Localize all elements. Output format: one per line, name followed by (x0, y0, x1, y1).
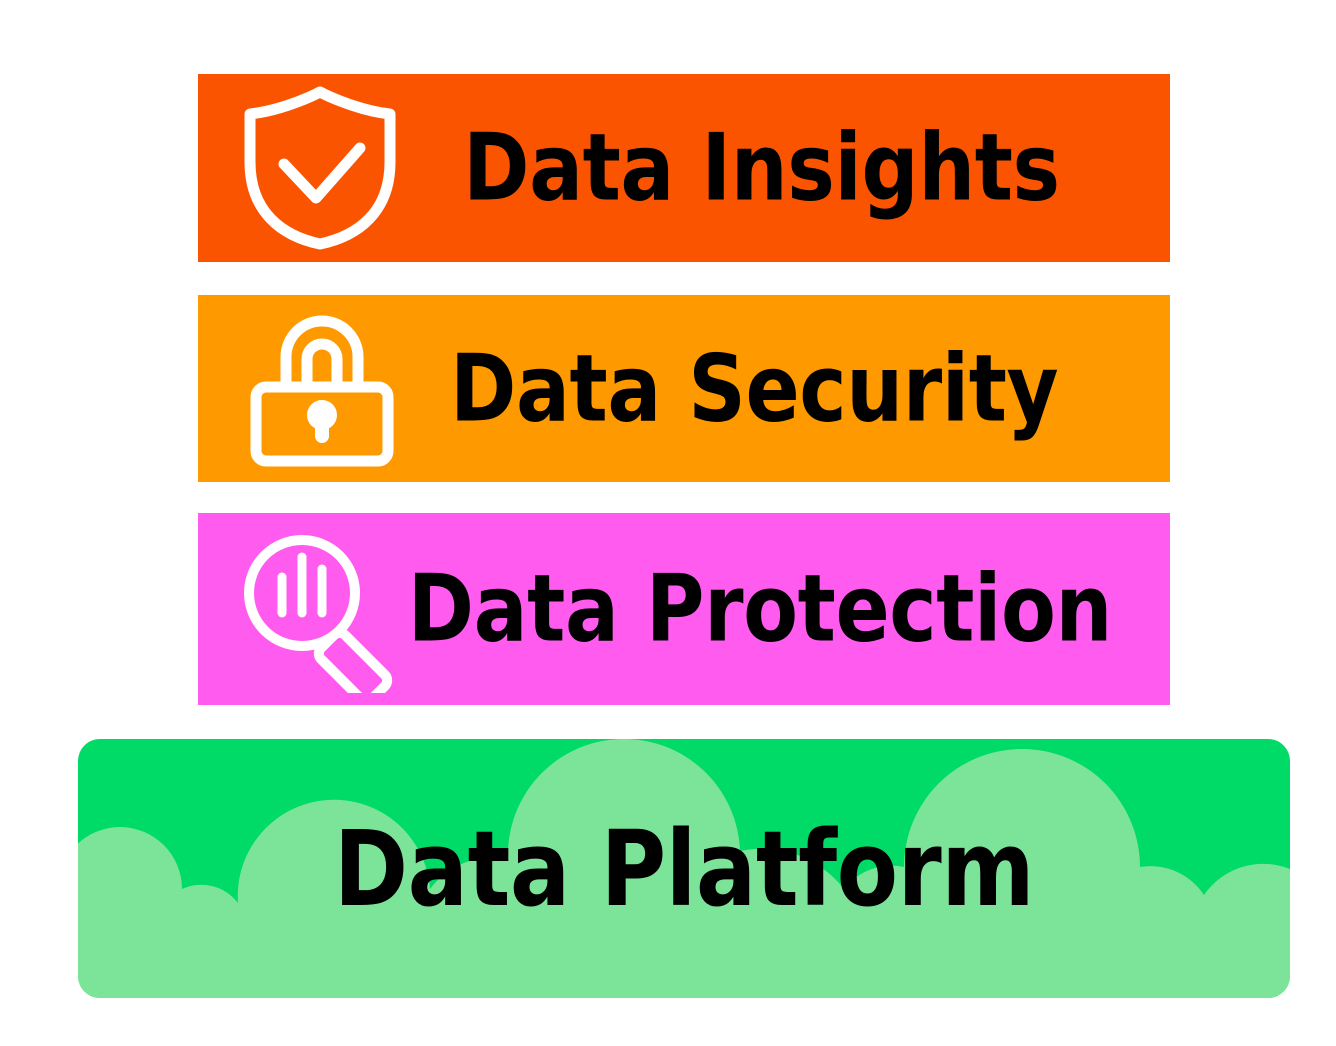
layer-label-data-security: Data Security (449, 334, 1059, 442)
magnifier-bar-chart-icon (240, 535, 412, 707)
lock-icon (248, 309, 396, 474)
layer-data-insights[interactable]: Data Insights (198, 74, 1170, 262)
layer-label-data-platform: Data Platform (333, 807, 1035, 930)
cloud-icon (78, 739, 1290, 998)
layer-data-protection[interactable]: Data Protection (198, 513, 1170, 707)
shield-check-icon (240, 84, 400, 257)
layer-label-data-protection: Data Protection (407, 554, 1113, 663)
layer-data-security[interactable]: Data Security (198, 295, 1170, 482)
layer-data-platform[interactable]: Data Platform (78, 739, 1290, 998)
layer-label-data-insights: Data Insights (463, 113, 1060, 222)
